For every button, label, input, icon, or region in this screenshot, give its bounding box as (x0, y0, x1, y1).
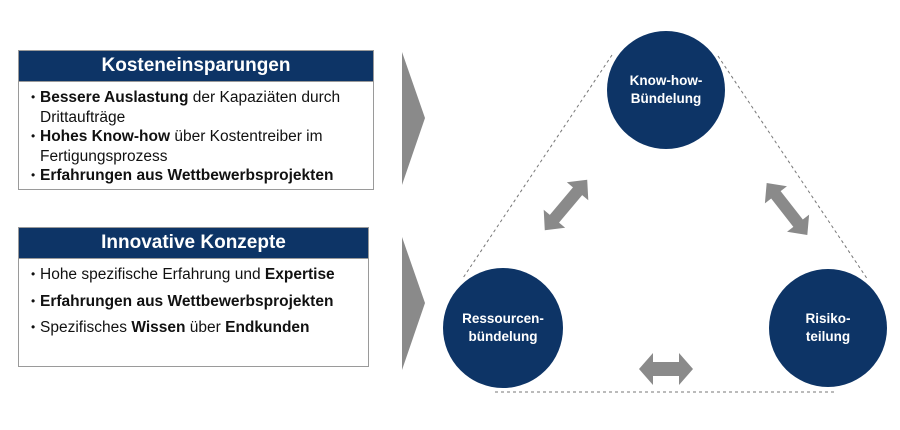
text: über (185, 319, 226, 336)
label-line: teilung (805, 329, 851, 344)
circle-risiko (769, 269, 887, 387)
bullet-item: Hohes Know-how über Kostentreiber im Fer… (31, 127, 363, 166)
bold-text: Erfahrungen aus Wettbewerbsprojekten (40, 167, 334, 184)
double-arrow-bottom-icon (639, 353, 693, 385)
label-line: bündelung (468, 329, 538, 344)
text: Spezifisches (40, 319, 132, 336)
double-arrow-left-icon (543, 179, 589, 231)
bold-text: Hohes Know-how (40, 128, 171, 145)
bullet-list: Hohe spezifische Erfahrung und Expertise… (19, 259, 368, 338)
circle-ressourcen (443, 268, 563, 388)
dashed-edge-left (462, 54, 613, 279)
box-title: Innovative Konzepte (19, 228, 368, 259)
bold-text: Bessere Auslastung (40, 89, 189, 106)
bold-text: Erfahrungen aus Wettbewerbsprojekten (40, 292, 334, 310)
text: über Kostentreiber im Fertigungsprozess (40, 128, 323, 165)
box-innovative-konzepte: Innovative Konzepte Hohe spezifische Erf… (18, 227, 369, 367)
bullet-item: Erfahrungen aus Wettbewerbsprojekten (31, 166, 363, 186)
circle-label-know-how: Know-how- Bündelung (606, 72, 726, 108)
double-arrow-right-icon (764, 182, 810, 236)
chevron-1 (402, 52, 425, 185)
chevron-2 (402, 237, 425, 370)
box-kosteneinsparungen: Kosteneinsparungen Bessere Auslastung de… (18, 50, 374, 190)
dashed-edge-right (717, 55, 869, 281)
text: Hohe spezifische Erfahrung und (40, 266, 265, 283)
bullet-item: Bessere Auslastung der Kapaziäten durch … (31, 88, 363, 127)
bullet-item: Spezifisches Wissen über Endkunden (31, 318, 358, 338)
label-line: Bündelung (630, 91, 702, 106)
bullet-item: Hohe spezifische Erfahrung und Expertise (31, 265, 358, 285)
label-line: Risiko- (805, 311, 851, 326)
bullet-item: Erfahrungen aus Wettbewerbsprojekten (31, 292, 358, 312)
label-line: Ressourcen- (462, 311, 544, 326)
circle-know-how (607, 31, 725, 149)
text: der Kapaziäten durch Drittaufträge (40, 89, 341, 126)
bullet-list: Bessere Auslastung der Kapaziäten durch … (19, 82, 373, 186)
bold-text: Endkunden (225, 319, 310, 336)
bold-text: Expertise (264, 266, 335, 283)
label-line: Know-how- (629, 73, 703, 88)
circle-label-ressourcen: Ressourcen- bündelung (443, 310, 563, 346)
bold-text: Wissen (131, 319, 186, 336)
box-title: Kosteneinsparungen (19, 51, 373, 82)
circle-label-risiko: Risiko- teilung (768, 310, 888, 346)
